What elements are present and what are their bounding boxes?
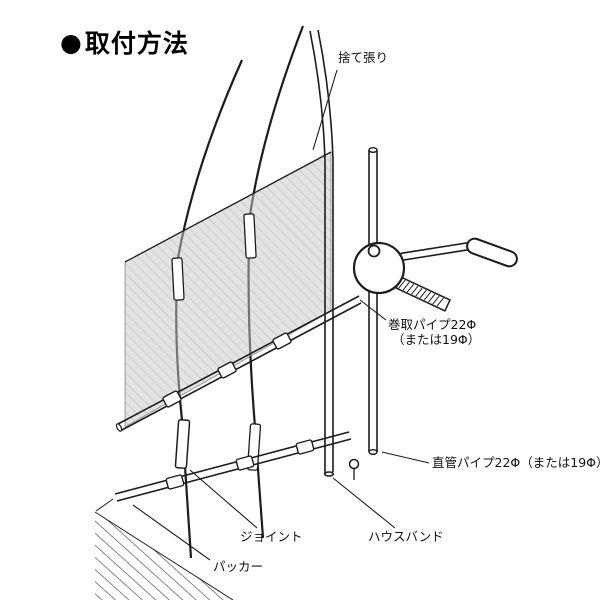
label-chokkan: 直管パイプ22Φ（または19Φ） xyxy=(432,455,600,470)
label-houseband: ハウスバンド xyxy=(368,529,444,544)
arch-joint-sleeves xyxy=(171,213,262,471)
label-packer: パッカー xyxy=(213,559,264,574)
winding-handle xyxy=(352,237,518,312)
winding-pipe xyxy=(115,295,362,432)
winder-hole xyxy=(367,244,381,258)
sheet-upper-top-edge xyxy=(124,151,332,263)
house-band-anchor xyxy=(348,458,360,480)
pipe-joint-sleeve xyxy=(217,361,237,379)
leader-makitori xyxy=(359,299,387,321)
winder-disc xyxy=(352,241,406,295)
label-sutebari: 捨て張り xyxy=(338,50,389,65)
winding-pipe-cap xyxy=(115,423,123,432)
pipe-joint-sleeve xyxy=(162,390,182,408)
crank-grip xyxy=(466,237,518,268)
crank-arm xyxy=(399,242,471,261)
straight-pipe-bottom-cap xyxy=(368,449,378,456)
leader-chokkan xyxy=(381,451,430,464)
joint-sleeve-main xyxy=(174,419,191,469)
arch-pipe-right-cap xyxy=(323,471,334,477)
sheet-lower-group xyxy=(94,511,234,600)
lower-pipe-bottom-line xyxy=(116,438,352,502)
label-joint: ジョイント xyxy=(240,529,303,544)
sheet-upper-group xyxy=(124,151,332,428)
sheet-lower-edge xyxy=(94,511,234,600)
winding-pipe-top-line xyxy=(117,295,360,425)
straight-pipe-top-cap xyxy=(368,146,378,153)
pipe-joint-sleeve xyxy=(295,439,315,455)
page-title: ● 取付方法 xyxy=(60,24,189,60)
label-makitori-line1: 巻取パイプ22Φ xyxy=(388,317,477,332)
arch-pipe-right xyxy=(309,29,334,477)
leader-packer xyxy=(132,504,211,561)
winding-pipe-bottom-line xyxy=(119,302,362,432)
house-band-anchor-ring xyxy=(348,458,360,470)
arch-pipe-right-outer xyxy=(317,29,334,472)
pipe-joint-sleeve xyxy=(235,455,255,471)
leader-joint xyxy=(189,469,258,529)
lower-pipe xyxy=(95,431,352,512)
winder-thread xyxy=(394,276,452,312)
label-makitori-line2: （または19Φ） xyxy=(392,332,481,347)
leader-lines xyxy=(132,69,430,561)
lower-pipe-top-line xyxy=(114,431,350,495)
pipe-joint-sleeve xyxy=(171,257,185,301)
title-bullet-icon: ● xyxy=(60,27,83,57)
straight-pipe xyxy=(368,146,378,456)
page-title-text: 取付方法 xyxy=(84,29,189,58)
sheet-upper-hatch xyxy=(125,152,331,427)
leader-houseband xyxy=(332,477,396,529)
arch-pipe-right-inner xyxy=(309,30,326,474)
lower-sheet-left-edge xyxy=(95,498,114,512)
pipe-joint-sleeve xyxy=(165,474,185,490)
pipe-joint-sleeve xyxy=(272,332,292,350)
pipe-joint-sleeve xyxy=(243,213,257,259)
label-makitori: 巻取パイプ22Φ （または19Φ） xyxy=(388,317,480,347)
leader-sutebari xyxy=(312,69,338,151)
